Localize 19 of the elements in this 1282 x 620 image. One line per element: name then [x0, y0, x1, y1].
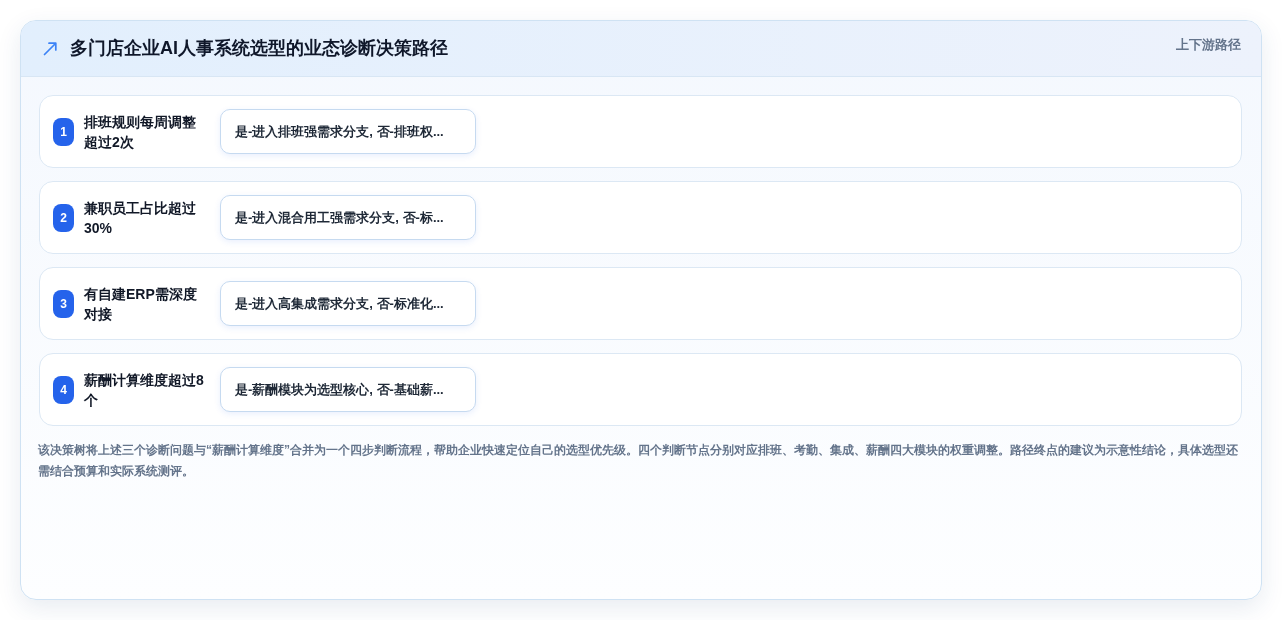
caption-text: 该决策树将上述三个诊断问题与“薪酬计算维度”合并为一个四步判断流程，帮助企业快速定位自己的选型优先级。四个判断节点分别对应排班、考勤、集成、薪酬四大模块的权重调整。路径终点的建议为示意性结论，具体选型还需结合预算和实际系统测评。 — [38, 442, 1239, 480]
answer-box: 是-进入排班强需求分支, 否-排班权... — [220, 109, 476, 154]
question-text: 薪酬计算维度超过8个 — [84, 370, 205, 410]
step-number-badge: 1 — [53, 117, 74, 146]
answer-box: 是-进入高集成需求分支, 否-标准化... — [220, 281, 476, 326]
question-text: 兼职员工占比超过30% — [84, 198, 197, 238]
decision-row — [39, 181, 1242, 254]
step-number-badge: 4 — [53, 375, 74, 404]
question-text: 排班规则每周调整超过2次 — [84, 112, 197, 152]
answer-box: 是-进入混合用工强需求分支, 否-标... — [220, 195, 476, 240]
diagram-title: 多门店企业AI人事系统选型的业态诊断决策路径 — [70, 37, 448, 60]
answer-box: 是-薪酬模块为选型核心, 否-基础薪... — [220, 367, 476, 412]
header-link-text: 上下游路径 — [1176, 36, 1241, 54]
step-number-badge: 3 — [53, 289, 74, 318]
question-text: 有自建ERP需深度对接 — [84, 284, 198, 324]
decision-row — [39, 353, 1242, 426]
decision-row — [39, 95, 1242, 168]
step-number-badge: 2 — [53, 203, 74, 232]
decision-row — [39, 267, 1242, 340]
